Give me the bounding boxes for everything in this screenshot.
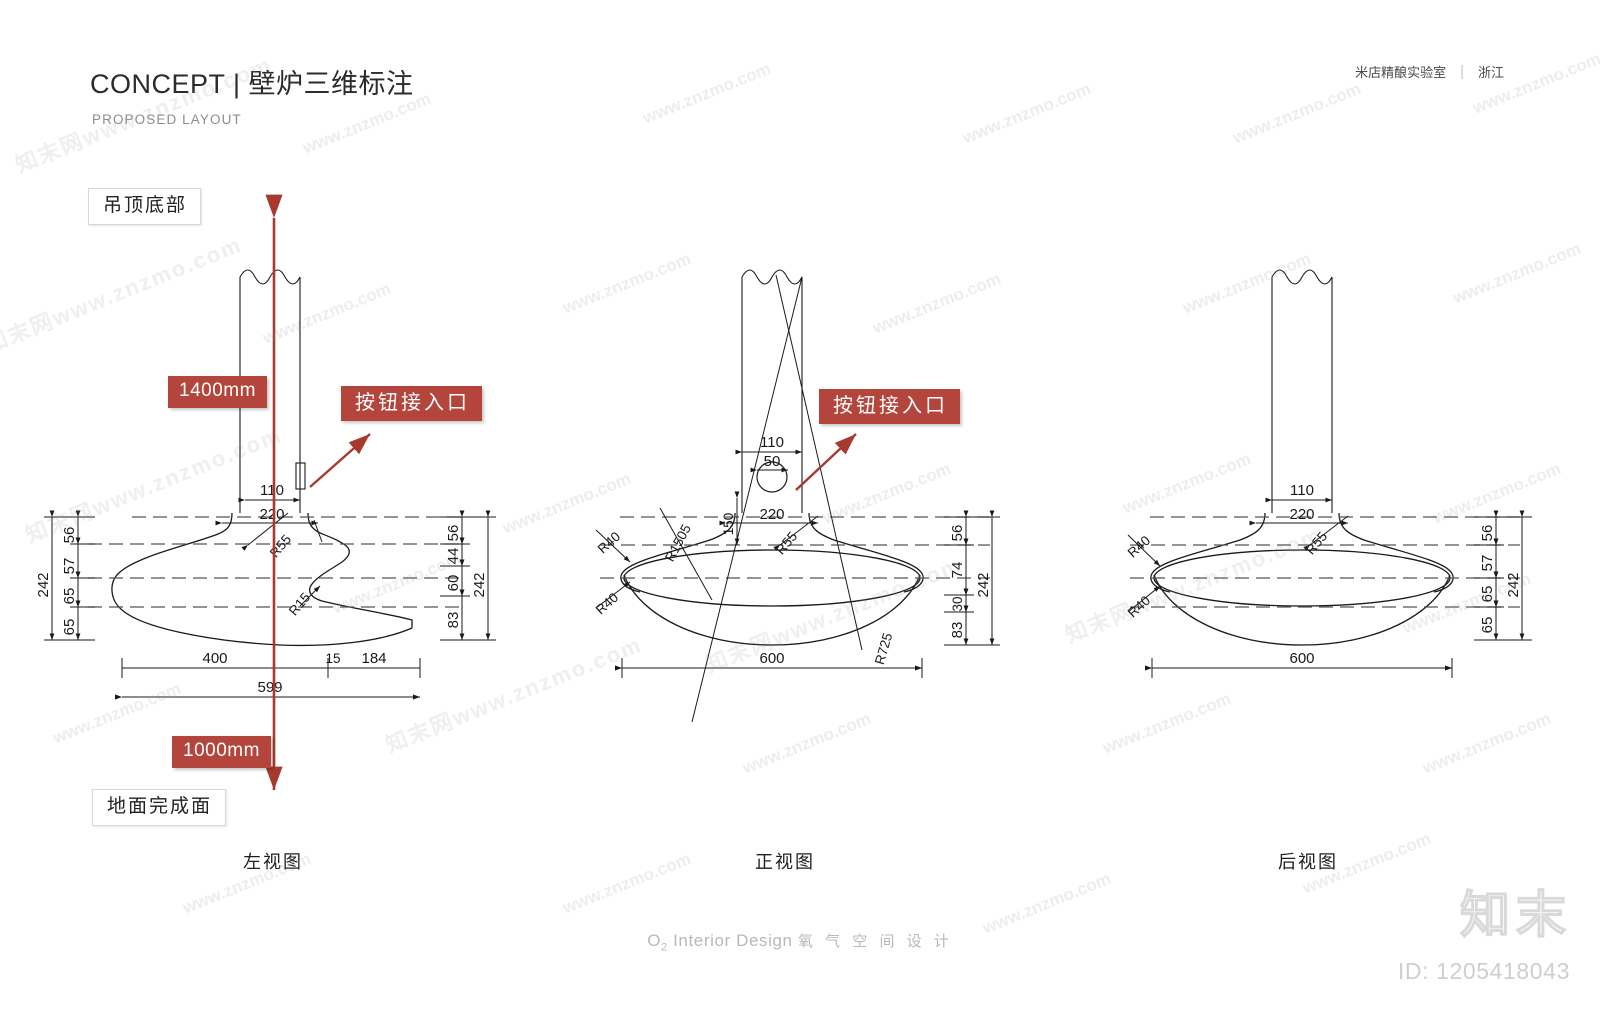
left-view-dim-top: 110 220 R55 R15 [215,482,323,619]
left-view-dim-bottom: 400 15 184 599 [114,650,421,700]
dim-front-r-seg1: 56 [949,525,966,542]
front-view-dim-bottom: 600 [614,650,923,678]
radius-r40-rear-a: R40 [1125,533,1153,561]
dim-bottom-15: 15 [325,651,340,666]
radius-r1505-front: R1505 [662,522,694,564]
ceiling-label: 吊顶底部 [88,188,202,225]
rear-view-dim-right: 56 57 65 65 242 [1474,510,1532,641]
dim-right-seg2: 44 [445,548,462,565]
footer-logo-en: Interior Design [673,931,793,950]
left-view-dim-left: 242 56 57 65 65 [35,510,95,641]
znzmo-watermark-id: ID: 1205418043 [1397,958,1570,984]
radius-r40-rear-b: R40 [1125,593,1153,621]
front-view-radii: R40 R40 R1505 R55 R725 [593,515,895,666]
height-badge-top: 1400mm [168,376,267,408]
dim-front-50: 50 [764,453,781,470]
dim-left-seg3: 65 [61,588,78,605]
height-badge-bottom: 1000mm [172,736,271,768]
radius-r725-front: R725 [872,631,895,666]
dim-right-seg1: 56 [445,525,462,542]
button-access-arrow-left [309,433,371,488]
button-access-badge-front: 按钮接入口 [819,389,960,424]
caption-left-view: 左视图 [243,852,303,872]
dim-bottom-400: 400 [202,650,227,667]
floor-label: 地面完成面 [92,789,227,826]
dim-top-220: 220 [259,506,284,523]
dim-rear-seg2: 57 [1479,555,1496,572]
znzmo-watermark-logo: 知末 [1459,887,1572,943]
dim-front-150: 150 [721,513,736,536]
rear-view-dim-bottom: 600 [1144,650,1453,678]
rear-view-dim-top: 110 220 R40 R40 R55 [1125,482,1349,621]
dim-left-seg4: 65 [61,619,78,636]
front-view-dim-top: 110 50 220 150 [719,434,818,545]
radius-r15-left: R15 [286,590,313,619]
dim-left-total: 242 [35,572,52,597]
rear-view-geometry [1130,269,1520,646]
dim-right-total: 242 [471,572,488,597]
header-separator: | [1460,63,1464,80]
button-access-badge-left: 按钮接入口 [341,386,482,421]
button-access-arrow-front [795,433,857,491]
dim-rear-220: 220 [1289,506,1314,523]
dim-front-600: 600 [759,650,784,667]
dim-front-r-seg2: 74 [949,562,966,579]
dim-front-r-seg3: 30 [950,596,965,611]
page-title: CONCEPT | 壁炉三维标注 [90,69,414,99]
dim-right-seg4: 83 [445,612,462,629]
dim-front-220: 220 [759,506,784,523]
front-view-dim-right: 56 74 30 83 242 [944,510,1000,646]
dim-bottom-total: 599 [257,679,282,696]
dim-rear-600: 600 [1289,650,1314,667]
footer-logo: O2 Interior Design 氧 气 空 间 设 计 [0,930,1600,953]
footer-logo-mark: O2 [647,931,668,954]
caption-rear-view: 后视图 [1278,852,1338,872]
dim-rear-seg3: 65 [1479,586,1496,603]
dim-rear-total: 242 [1505,572,1522,597]
caption-front-view: 正视图 [755,852,815,872]
dim-top-110: 110 [260,482,284,499]
dim-right-seg3: 60 [445,575,462,592]
project-name: 米店精酿实验室 [1355,65,1447,80]
radius-r55-left: R55 [267,532,294,561]
page-subtitle: PROPOSED LAYOUT [92,112,242,127]
dim-front-110: 110 [760,434,784,451]
front-view-geometry [600,269,990,723]
dim-front-r-seg4: 83 [949,622,966,639]
dim-rear-110: 110 [1290,482,1314,499]
dim-bottom-184: 184 [361,650,386,667]
dim-rear-seg1: 56 [1479,525,1496,542]
dim-left-seg2: 57 [61,558,78,575]
footer-logo-cn: 氧 气 空 间 设 计 [797,933,953,950]
left-view-dim-right: 56 44 60 83 242 [440,510,496,641]
dim-rear-seg4: 65 [1479,617,1496,634]
dim-left-seg1: 56 [61,527,78,544]
project-location: 浙江 [1477,65,1504,80]
header-meta: 米店精酿实验室 | 浙江 [1355,62,1504,81]
radius-r40-front-b: R40 [593,590,621,618]
dim-front-r-total: 242 [975,572,992,597]
